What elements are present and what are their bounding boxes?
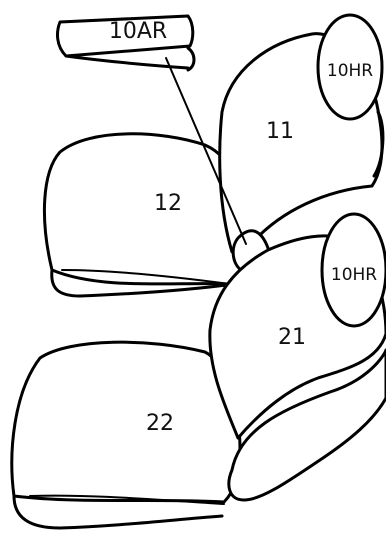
part-12-cushion[interactable]: [42, 132, 248, 298]
leader-line-10ar: [165, 57, 247, 245]
label-21: 21: [278, 325, 306, 350]
label-22: 22: [146, 411, 174, 436]
label-12: 12: [154, 191, 182, 216]
part-22-cushion[interactable]: [10, 340, 242, 530]
part-10hr-upper-headrest[interactable]: [316, 13, 384, 121]
label-10hr-upper: 10HR: [327, 61, 373, 81]
part-10hr-lower-headrest[interactable]: [320, 212, 386, 328]
label-10hr-lower: 10HR: [331, 265, 377, 285]
label-11: 11: [266, 119, 294, 144]
label-10ar: 10AR: [109, 19, 167, 44]
part-10ar-armrest[interactable]: [56, 14, 196, 72]
